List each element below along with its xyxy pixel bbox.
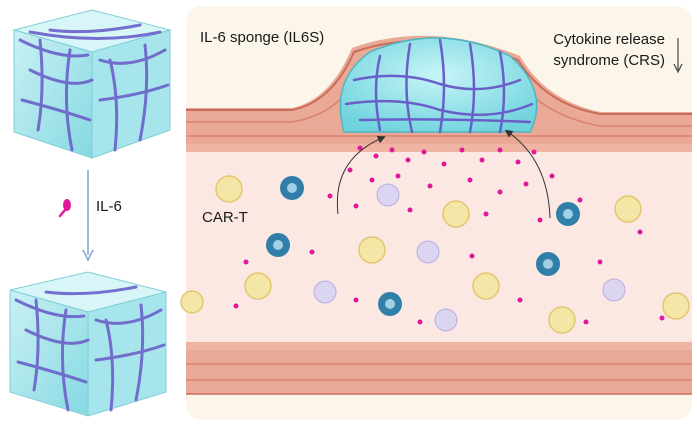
il6-sponge-dome	[339, 37, 538, 134]
lower-vessel-wall	[186, 350, 692, 394]
cart-label: CAR-T	[202, 209, 248, 226]
car-t-cells	[180, 175, 690, 334]
sponge-label: IL-6 sponge (IL6S)	[200, 29, 324, 46]
hydrogel-cube-top-icon	[12, 9, 172, 159]
immune-cells-lavender	[313, 183, 626, 332]
hydrogel-cube-bottom-icon	[9, 271, 167, 417]
flow-arrow-icon	[82, 170, 94, 262]
immune-cells-blue	[266, 176, 580, 316]
vessel-panel: IL-6 sponge (IL6S) Cytokine release synd…	[180, 6, 692, 420]
crs-label-line1: Cytokine release	[553, 31, 665, 48]
il6-molecule-icon	[58, 199, 71, 218]
curved-arrow-left-icon	[336, 135, 386, 215]
il6-molecules	[233, 145, 665, 325]
il6-label: IL-6	[96, 198, 122, 215]
curved-arrow-right-icon	[504, 129, 551, 219]
crs-label-line2: syndrome (CRS)	[553, 52, 665, 69]
arrow-down-icon	[673, 38, 683, 74]
